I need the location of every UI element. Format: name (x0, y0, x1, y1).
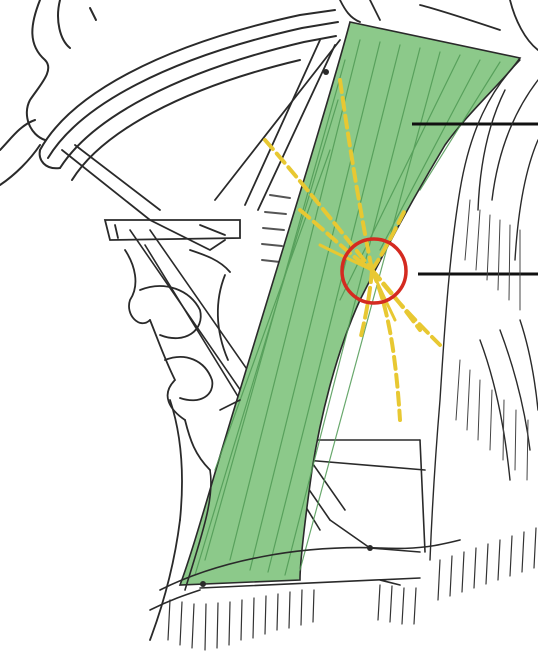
attachment-point-left (200, 581, 206, 587)
sternocleidomastoid-muscle (180, 22, 520, 585)
trapezius-hatching (456, 200, 528, 480)
attachment-point-right (367, 545, 373, 551)
attachment-point-top (323, 69, 329, 75)
mandible (40, 10, 338, 180)
